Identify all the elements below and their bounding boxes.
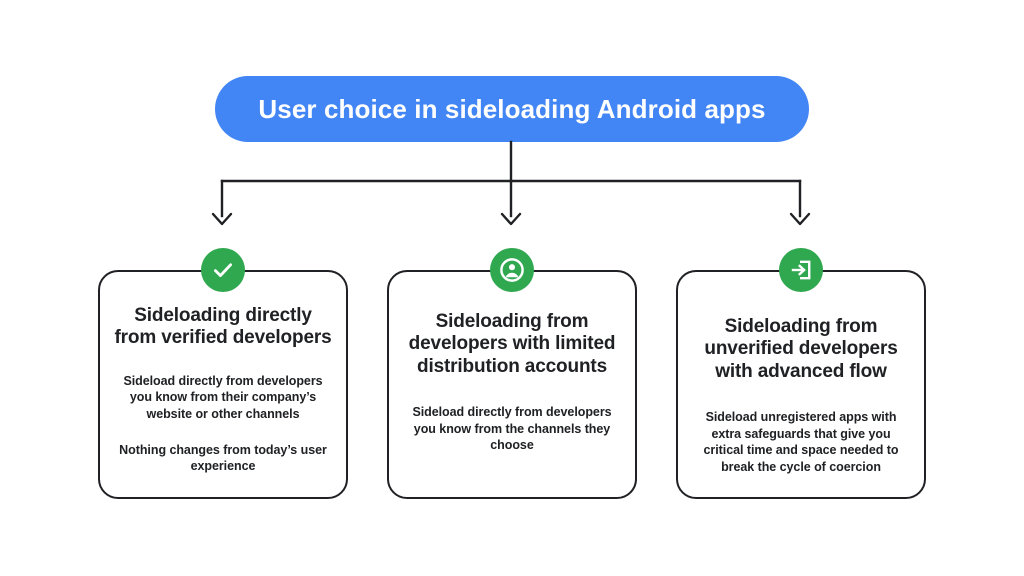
- diagram-header-pill: User choice in sideloading Android apps: [215, 76, 809, 142]
- arrowhead-2: [500, 212, 522, 226]
- login-arrow-icon: [779, 248, 823, 292]
- option-card-verified-developers: Sideloading directly from verified devel…: [98, 270, 348, 499]
- card-body-paragraph: Sideload directly from developers you kn…: [412, 405, 612, 453]
- account-circle-icon: [490, 248, 534, 292]
- card-body-paragraph: Nothing changes from today’s user experi…: [119, 442, 327, 474]
- check-circle-icon: [201, 248, 245, 292]
- card-title: Sideloading directly from verified devel…: [114, 305, 332, 349]
- card-title: Sideloading from unverified developers w…: [704, 316, 898, 382]
- option-card-limited-distribution: Sideloading from developers with limited…: [387, 270, 637, 499]
- card-body-paragraph: Sideload directly from developers you kn…: [123, 373, 323, 422]
- arrowhead-3: [789, 212, 811, 226]
- card-title: Sideloading from developers with limited…: [408, 311, 616, 377]
- diagram-title: User choice in sideloading Android apps: [258, 94, 766, 124]
- arrowhead-1: [211, 212, 233, 226]
- card-body-paragraph: Sideload unregistered apps with extra sa…: [703, 410, 899, 475]
- option-card-unverified-advanced-flow: Sideloading from unverified developers w…: [676, 270, 926, 499]
